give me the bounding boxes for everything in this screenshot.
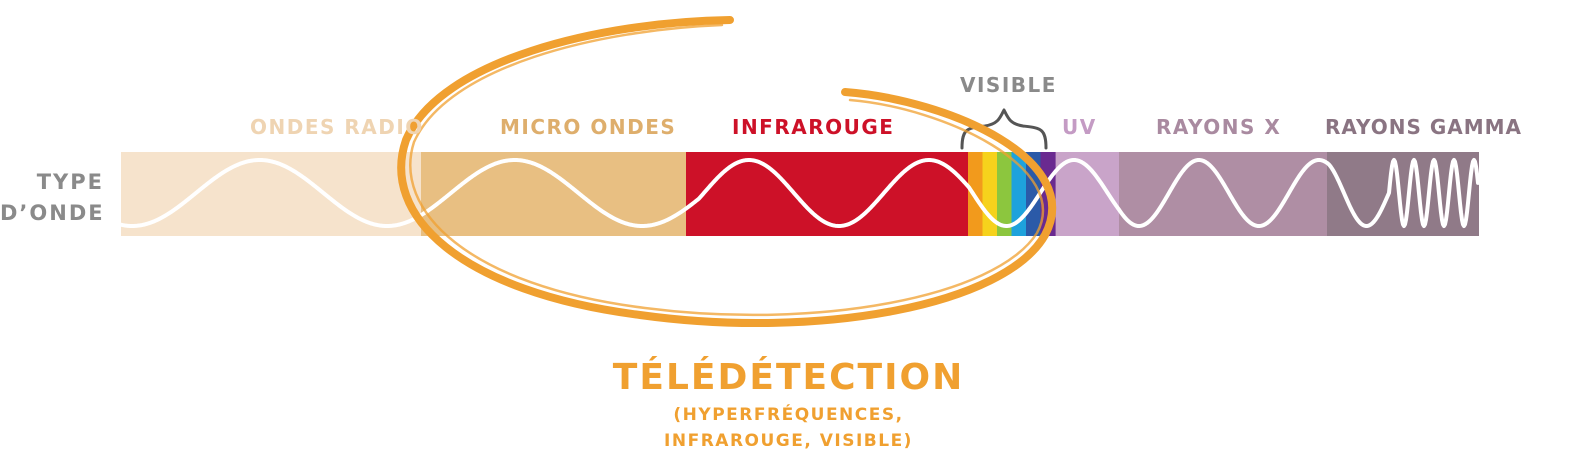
teledetection-title: TÉLÉDÉTECTION (612, 357, 965, 398)
type-label-line1: TYPE (36, 170, 104, 194)
electromagnetic-spectrum-diagram (119, 16, 1480, 328)
type-d-onde-label: TYPE D’ONDE (0, 167, 104, 229)
band-label-rayons-x: RAYONS X (1156, 115, 1282, 139)
band-micro-ondes (421, 152, 686, 236)
band-rayons-x (1119, 152, 1327, 236)
teledetection-highlight-ellipse (397, 16, 1057, 328)
band-label-infrarouge: INFRAROUGE (732, 115, 895, 139)
wave-curve (119, 158, 1480, 228)
visible-stripe-3 (997, 152, 1013, 236)
type-label-line2: D’ONDE (0, 201, 105, 225)
band-label-visible: VISIBLE (960, 73, 1057, 97)
band-label-rayons-gamma: RAYONS GAMMA (1325, 115, 1523, 139)
band-label-micro-ondes: MICRO ONDES (500, 115, 677, 139)
teledetection-subtitle-line1: (HYPERFRÉQUENCES, (673, 405, 904, 425)
highlight-ellipse-stroke-echo (409, 23, 1045, 317)
band-label-uv: UV (1062, 115, 1097, 139)
teledetection-subtitle-line2: INFRAROUGE, VISIBLE) (664, 431, 913, 451)
band-label-ondes-radio: ONDES RADIO (250, 115, 424, 139)
teledetection-subtitle: (HYPERFRÉQUENCES, INFRAROUGE, VISIBLE) (0, 402, 1577, 454)
